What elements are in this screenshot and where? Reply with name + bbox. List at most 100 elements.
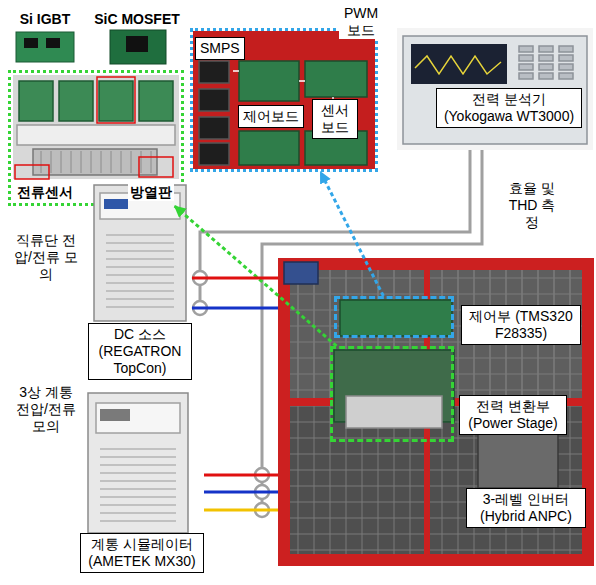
highlight-box bbox=[97, 77, 135, 123]
text-holder: 제어보드 bbox=[238, 105, 304, 128]
cabinet-vent bbox=[100, 472, 176, 474]
analyzer-key bbox=[519, 55, 533, 61]
wire bbox=[233, 70, 239, 72]
highlight-box bbox=[15, 165, 49, 179]
control-board bbox=[340, 300, 452, 336]
heat-sink-fin bbox=[151, 151, 152, 173]
label-text: 효율 및 THD 측정 bbox=[501, 180, 563, 231]
cabinet-vent bbox=[106, 234, 174, 236]
label-box: 제어부 (TMS320 F28335) bbox=[461, 305, 581, 345]
label-text: 직류단 전압/전류 모의 bbox=[9, 232, 83, 283]
circuit-board bbox=[239, 131, 299, 165]
mesh-line bbox=[290, 294, 582, 295]
mesh-line bbox=[314, 270, 315, 398]
current-probe bbox=[193, 271, 207, 285]
dc-source: DC 소스 (REGATRON TopCon) bbox=[86, 185, 192, 385]
heat-sink-fin bbox=[71, 151, 72, 173]
analyzer-key bbox=[519, 73, 533, 79]
text-holder: SiC MOSFET bbox=[92, 11, 182, 28]
power-analyzer: 전력 분석기 (Yokogawa WT3000) bbox=[397, 28, 593, 150]
mosfet-module bbox=[126, 36, 148, 52]
heat-sink-fin bbox=[111, 151, 112, 173]
cabinet-photo bbox=[88, 393, 188, 533]
cabinet-vent bbox=[100, 520, 176, 522]
text-holder: 센서 보드 bbox=[312, 99, 358, 139]
label-text: PWM 보드 bbox=[339, 5, 383, 39]
heat-sink-fin bbox=[81, 151, 82, 173]
bus-bar bbox=[17, 125, 175, 145]
cabinet-vent bbox=[100, 480, 176, 482]
heat-sink-fin bbox=[101, 151, 102, 173]
current-probe bbox=[193, 301, 207, 315]
measurement-line bbox=[261, 482, 264, 503]
pointer-connector bbox=[320, 172, 383, 296]
cabinet-vent bbox=[106, 282, 174, 284]
smps-module bbox=[199, 143, 229, 165]
heat-sink-fin bbox=[141, 151, 142, 173]
circuit-board bbox=[139, 81, 173, 121]
grid-simulator: 계통 시뮬레이터 (AMETEK MX30) bbox=[78, 393, 204, 581]
label-box: 전력 변환부 (Power Stage) bbox=[459, 395, 567, 435]
label-text: 방열판 bbox=[128, 184, 174, 201]
cabinet-panel bbox=[100, 193, 180, 219]
mesh-line bbox=[298, 406, 299, 554]
text-holder: SMPS bbox=[195, 37, 245, 60]
power-wire bbox=[204, 474, 278, 477]
mesh-line bbox=[570, 406, 571, 554]
analyzer-key bbox=[539, 64, 553, 70]
text-holder: 직류단 전압/전류 모의 bbox=[9, 232, 83, 283]
cabinet-vent bbox=[106, 274, 174, 276]
text-holder: 전력 분석기 (Yokogawa WT3000) bbox=[436, 88, 582, 128]
frame-photo bbox=[193, 31, 375, 169]
cabinet-vent bbox=[106, 306, 174, 308]
power-stage-region: 전력 변환부 (Power Stage) bbox=[330, 346, 454, 442]
measurement-line bbox=[199, 285, 202, 301]
smps-module bbox=[199, 117, 229, 139]
text-holder: 전류센서 bbox=[15, 184, 75, 201]
analyzer-key bbox=[559, 46, 573, 52]
power-wire bbox=[192, 307, 278, 310]
logo-plate bbox=[104, 199, 128, 209]
igbt-module bbox=[46, 38, 60, 48]
cabinet-vent bbox=[106, 258, 174, 260]
waveform bbox=[415, 56, 501, 74]
cabinet-vent bbox=[106, 242, 174, 244]
current-probe bbox=[255, 503, 269, 517]
smps-module bbox=[199, 61, 229, 83]
cabinet-vent bbox=[100, 488, 176, 490]
text-holder: 방열판 bbox=[128, 184, 174, 201]
cabinet-vent bbox=[100, 464, 176, 466]
analyzer-key bbox=[559, 73, 573, 79]
igbt-board-photo bbox=[16, 32, 74, 62]
circuit-board bbox=[19, 81, 53, 121]
analyzer-key bbox=[519, 64, 533, 70]
heat-sink-fin bbox=[61, 151, 62, 173]
text-holder: 3상 계통 전압/전류 모의 bbox=[9, 384, 83, 435]
pointer-arrow bbox=[175, 206, 337, 346]
label-box: 제어보드 bbox=[238, 105, 304, 128]
power-wire bbox=[192, 277, 278, 280]
wire bbox=[299, 80, 305, 82]
power-wire bbox=[204, 491, 278, 494]
heat-sink-fin bbox=[131, 151, 132, 173]
current-probe bbox=[255, 485, 269, 499]
cabinet-vent bbox=[106, 290, 174, 292]
label-box: SMPS bbox=[195, 37, 245, 60]
inverter-frame: 3-레벨 인버터 (Hybrid ANPC) 제어부 (TMS320 F28335… bbox=[278, 258, 594, 566]
cabinet-photo bbox=[94, 185, 186, 321]
cabinet-vent bbox=[100, 512, 176, 514]
cabinet-vent bbox=[106, 298, 174, 300]
heat-sink-fin bbox=[41, 151, 42, 173]
analyzer-key bbox=[539, 46, 553, 52]
power-wire bbox=[204, 509, 278, 512]
label-text: SiC MOSFET bbox=[92, 11, 182, 28]
circuit-board bbox=[59, 81, 93, 121]
analyzer-key bbox=[539, 73, 553, 79]
text-holder: 3-레벨 인버터 (Hybrid ANPC) bbox=[466, 488, 586, 528]
photo-background bbox=[13, 75, 179, 179]
text-holder: 계통 시뮬레이터 (AMETEK MX30) bbox=[80, 533, 204, 573]
analyzer-key bbox=[559, 55, 573, 61]
control-board-photo: PWM 보드SMPS제어보드센서 보드 bbox=[190, 28, 378, 172]
current-probe bbox=[255, 468, 269, 482]
label-box: DC 소스 (REGATRON TopCon) bbox=[88, 323, 192, 380]
